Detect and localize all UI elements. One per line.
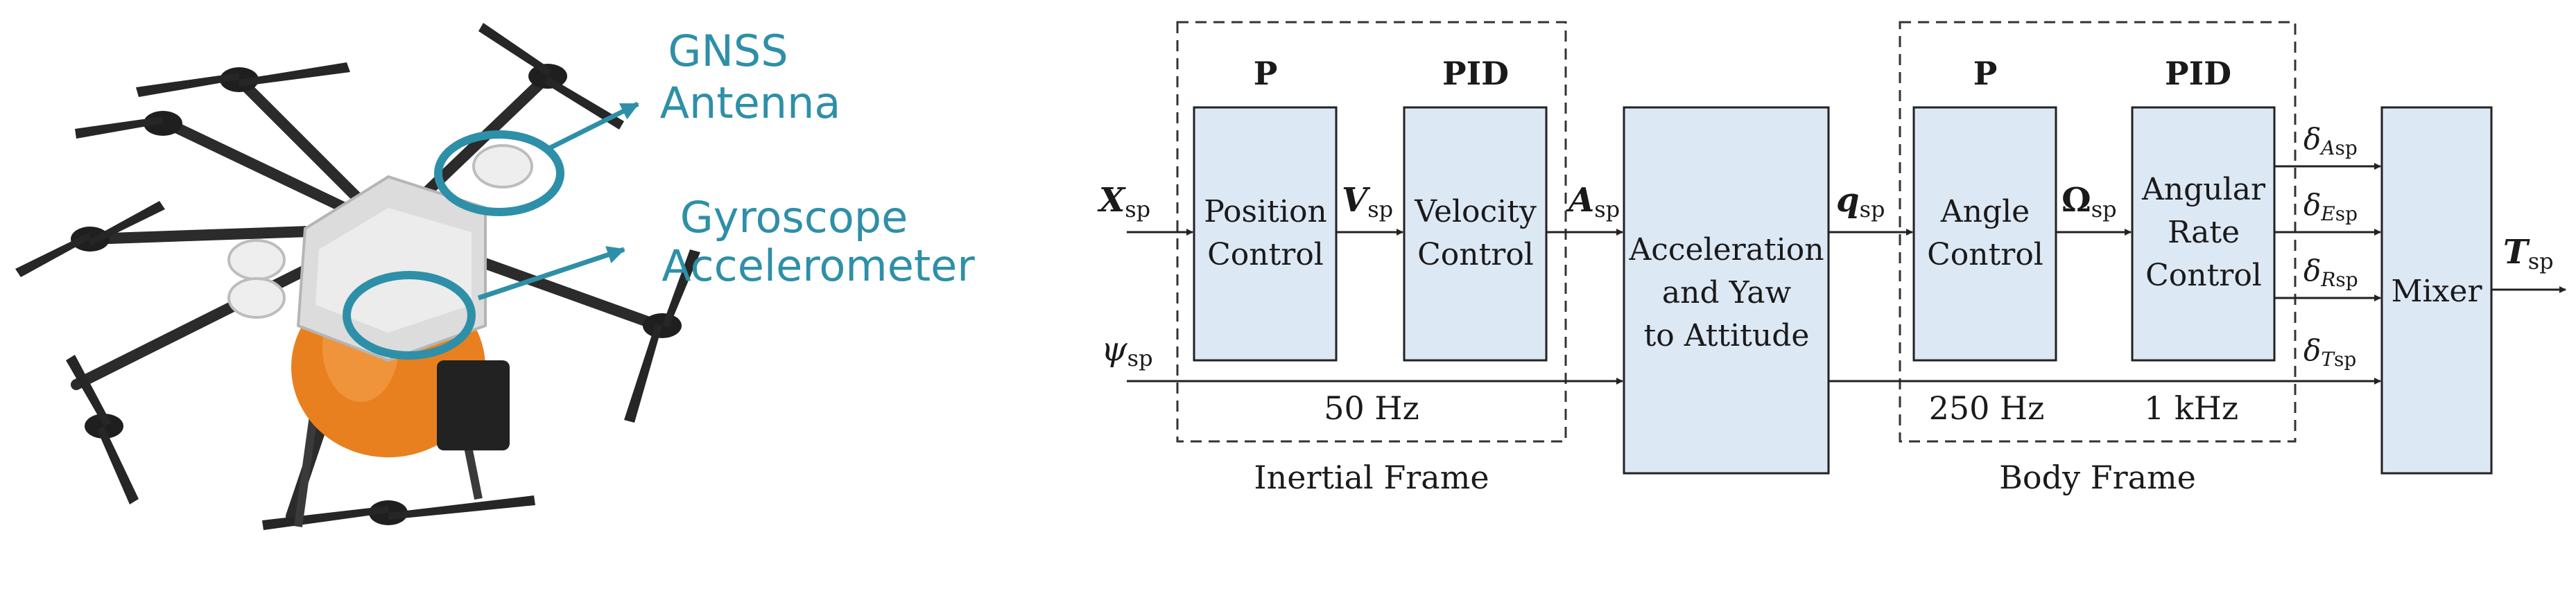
imu-label-line2: Accelerometer <box>662 240 975 291</box>
velocity-control-line2: Control <box>1417 237 1534 272</box>
mixer-block: Mixer <box>2380 106 2493 475</box>
angle-control-line2: Control <box>1927 237 2043 272</box>
velocity-header-pid: PID <box>1442 55 1509 92</box>
imu-callout-arrow <box>477 246 625 301</box>
signal-delta-e-sp: δEsp <box>2303 188 2358 225</box>
signal-t-sp: Tsp <box>2503 233 2554 274</box>
signal-omega-sp: Ωsp <box>2061 181 2117 222</box>
signal-psi-sp: ψsp <box>1101 330 1153 371</box>
position-header-p: P <box>1254 55 1278 92</box>
signal-delta-r-sp: δRsp <box>2303 254 2358 291</box>
control-diagram: Inertial Frame 50 Hz Body Frame 250 Hz 1… <box>1097 21 2566 496</box>
gnss-label-line1: GNSS <box>668 26 788 76</box>
inertial-rate-label: 50 Hz <box>1324 389 1419 427</box>
drone-photo: GNSS Antenna Gyroscope Accelerometer <box>15 23 975 530</box>
rate-control-line1: Angular <box>2141 172 2266 207</box>
gnss-antennas <box>227 144 533 319</box>
velocity-control-line1: Velocity <box>1414 194 1537 229</box>
drone-battery <box>437 360 510 450</box>
signal-q-sp: qsp <box>1836 181 1885 222</box>
position-control-line1: Position <box>1204 194 1327 229</box>
inertial-frame-caption: Inertial Frame <box>1254 459 1489 496</box>
angle-header-p: P <box>1973 55 1998 92</box>
rate-control-line3: Control <box>2145 258 2262 293</box>
accel-block-line3: to Attitude <box>1644 318 1810 353</box>
body-rate-250-label: 250 Hz <box>1929 389 2045 427</box>
velocity-control-block: Velocity Control <box>1403 106 1548 362</box>
signal-a-sp: Asp <box>1566 181 1620 222</box>
angle-control-block: Angle Control <box>1912 106 2057 362</box>
accel-block-line2: and Yaw <box>1662 275 1792 310</box>
body-rate-1k-label: 1 kHz <box>2144 389 2238 427</box>
rate-header-pid: PID <box>2165 55 2231 92</box>
angular-rate-control-block: Angular Rate Control <box>2131 106 2276 362</box>
gnss-callout-arrow <box>546 101 639 152</box>
accel-yaw-attitude-block: Acceleration and Yaw to Attitude <box>1623 106 1830 475</box>
signal-x-sp: Xsp <box>1097 181 1150 222</box>
gnss-label-line2: Antenna <box>660 78 841 128</box>
body-frame-caption: Body Frame <box>1999 459 2196 496</box>
position-control-block: Position Control <box>1193 106 1338 362</box>
signal-v-sp: Vsp <box>1342 181 1393 222</box>
accel-block-line1: Acceleration <box>1628 232 1824 267</box>
gnss-highlight-ring <box>434 130 564 216</box>
mixer-label: Mixer <box>2391 274 2482 309</box>
imu-highlight-ring <box>343 271 476 360</box>
imu-label-line1: Gyroscope <box>680 192 908 243</box>
signal-delta-t-sp: δTsp <box>2303 333 2356 371</box>
signal-delta-a-sp: δAsp <box>2303 122 2358 159</box>
signal-wires <box>1127 163 2566 385</box>
drone-propellers <box>15 23 700 530</box>
position-control-line2: Control <box>1207 237 1324 272</box>
angle-control-line1: Angle <box>1940 194 2030 229</box>
rate-control-line2: Rate <box>2168 215 2240 250</box>
